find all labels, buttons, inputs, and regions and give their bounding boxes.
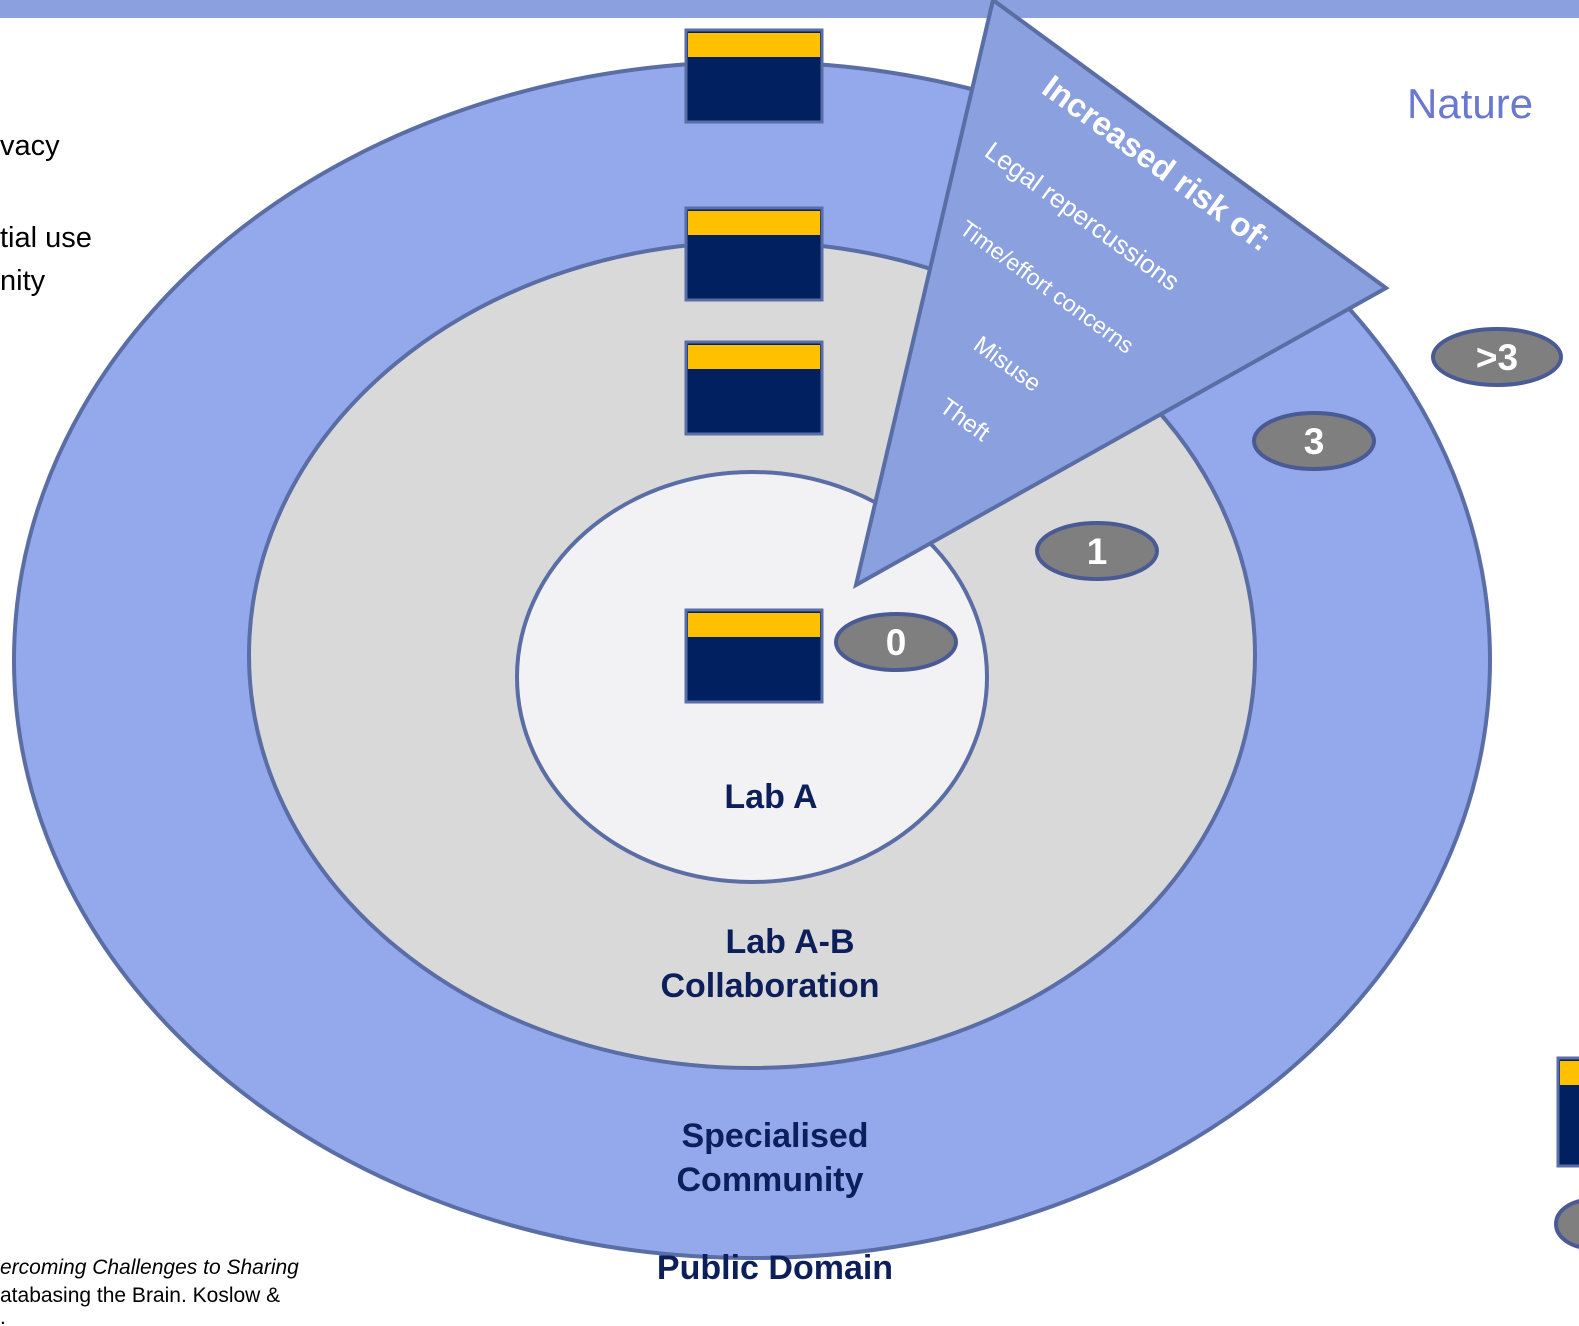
citation-line-3: . bbox=[0, 1311, 6, 1325]
level-badge-1: 1 bbox=[1035, 521, 1159, 581]
nature-heading: Nature bbox=[1407, 80, 1534, 127]
svg-text:>3: >3 bbox=[1476, 337, 1518, 378]
svg-text:0: 0 bbox=[886, 622, 907, 663]
risk-wedge bbox=[853, 0, 1390, 589]
ring-label-collab-line1: Lab A-B bbox=[725, 923, 854, 961]
level-badge-0: 0 bbox=[834, 612, 958, 672]
ring-label-collab-line2: Collaboration bbox=[660, 967, 879, 1005]
level-badge-more-than-3: >3 bbox=[1431, 327, 1563, 387]
ring-label-lab-a: Lab A bbox=[724, 778, 817, 816]
dataset-block-icon bbox=[1556, 1056, 1579, 1168]
dataset-block-icon bbox=[684, 28, 824, 124]
level-badge-partial bbox=[1554, 1199, 1579, 1249]
ring-label-public-domain: Public Domain bbox=[657, 1249, 893, 1287]
left-text-line-3: nity bbox=[0, 265, 46, 297]
left-text-line-1: vacy bbox=[0, 130, 60, 162]
dataset-block-icon bbox=[684, 206, 824, 302]
dataset-block-icon bbox=[684, 340, 824, 436]
citation-line-2: atabasing the Brain. Koslow & bbox=[0, 1284, 281, 1307]
ring-label-community-line1: Specialised bbox=[681, 1117, 868, 1155]
header-bar bbox=[0, 0, 1579, 18]
svg-text:3: 3 bbox=[1304, 421, 1325, 462]
left-text-line-2: tial use bbox=[0, 222, 92, 254]
svg-text:1: 1 bbox=[1087, 531, 1108, 572]
ring-label-community-line2: Community bbox=[677, 1161, 864, 1199]
level-badge-3: 3 bbox=[1252, 411, 1376, 471]
citation-line-1: ercoming Challenges to Sharing bbox=[0, 1256, 299, 1279]
dataset-block-icon bbox=[684, 608, 824, 704]
